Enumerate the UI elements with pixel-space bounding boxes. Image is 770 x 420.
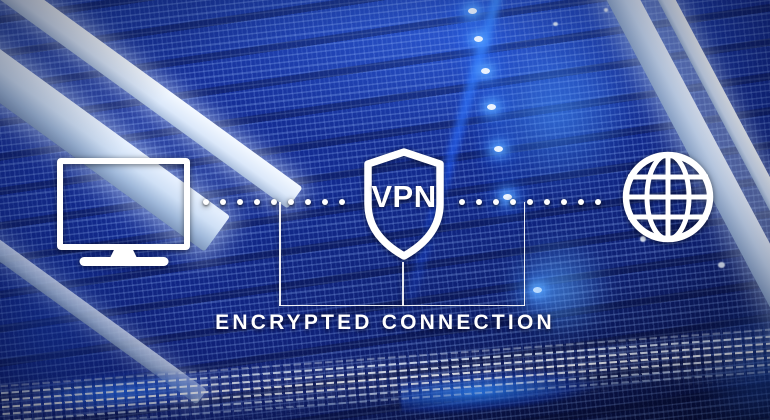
link-dot: [510, 199, 516, 205]
link-dot: [459, 199, 465, 205]
bracket-right-leg: [523, 202, 525, 306]
link-dot: [322, 199, 328, 205]
link-dot: [339, 199, 345, 205]
link-dot: [527, 199, 533, 205]
link-dot: [476, 199, 482, 205]
link-dot: [220, 199, 226, 205]
bracket-left-leg: [279, 202, 281, 306]
link-dot: [544, 199, 550, 205]
monitor-stand-base: [79, 257, 168, 266]
link-dot: [305, 199, 311, 205]
encrypted-connection-caption: ENCRYPTED CONNECTION: [215, 311, 555, 334]
shield-icon[interactable]: [363, 148, 445, 260]
link-dot: [493, 199, 499, 205]
dotted-line-left: [203, 199, 345, 205]
monitor-stand-neck: [108, 250, 139, 261]
link-dot: [203, 199, 209, 205]
link-dot: [595, 199, 601, 205]
bracket-center-tick: [402, 262, 404, 306]
monitor-screen: [57, 158, 190, 250]
vpn-label: VPN: [371, 179, 437, 214]
monitor-icon[interactable]: [57, 158, 190, 266]
link-dot: [237, 199, 243, 205]
globe-icon[interactable]: [622, 147, 714, 247]
link-dot: [254, 199, 260, 205]
link-dot: [271, 199, 277, 205]
link-dot: [288, 199, 294, 205]
link-dot: [561, 199, 567, 205]
dotted-line-right: [459, 199, 601, 205]
link-dot: [578, 199, 584, 205]
